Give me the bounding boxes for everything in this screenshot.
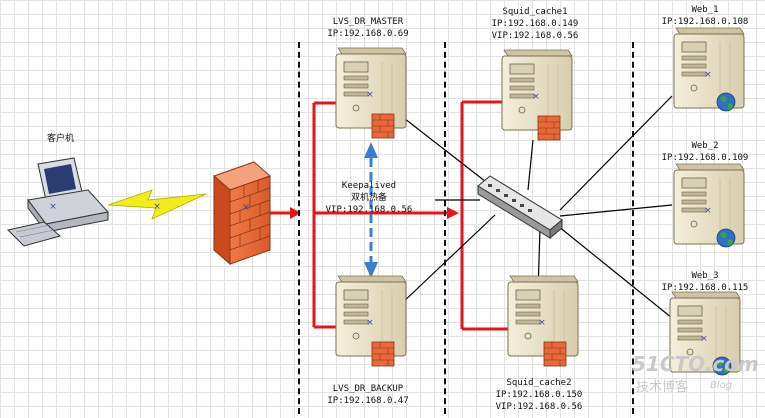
lvs-master-ip: IP:192.168.0.69 — [327, 29, 409, 39]
svg-text:×: × — [366, 90, 374, 100]
svg-text:×: × — [532, 92, 540, 102]
svg-text:×: × — [704, 206, 712, 216]
lvs-master-label: LVS_DR_MASTER IP:192.168.0.69 — [318, 16, 418, 40]
zone-divider-1 — [298, 42, 300, 414]
lightning-icon: × — [107, 189, 207, 220]
squid1-vip: VIP:192.168.0.56 — [491, 31, 579, 41]
web3-label: Web_3 IP:192.168.0.115 — [650, 270, 760, 294]
web2-name: Web_2 — [691, 141, 719, 151]
web2-server-icon: × — [673, 163, 745, 248]
web3-name: Web_3 — [691, 271, 719, 281]
web1-name: Web_1 — [691, 5, 719, 15]
lvs-master-server-icon: × — [335, 47, 407, 139]
lvs-backup-ip: IP:192.168.0.47 — [327, 396, 409, 406]
squid-cache1-server-icon: × — [501, 49, 573, 141]
black-links — [399, 95, 673, 319]
svg-text:×: × — [153, 202, 161, 212]
keepalived-vip: VIP:192.168.0.56 — [325, 205, 413, 215]
lvs-backup-label: LVS_DR_BACKUP IP:192.168.0.47 — [318, 383, 418, 407]
svg-text:×: × — [704, 70, 712, 80]
web2-label: Web_2 IP:192.168.0.109 — [650, 140, 760, 164]
web1-ip: IP:192.168.0.108 — [661, 17, 749, 27]
keepalived-link — [364, 142, 378, 278]
zone-divider-2 — [444, 42, 446, 414]
zone-divider-3 — [632, 42, 634, 414]
client-label: 客户机 — [47, 134, 75, 144]
web1-label: Web_1 IP:192.168.0.108 — [650, 4, 760, 28]
client-computer-icon: × — [7, 157, 109, 247]
squid1-label: Squid_cache1 IP:192.168.0.149 VIP:192.16… — [480, 6, 590, 42]
squid2-ip: IP:192.168.0.150 — [495, 390, 583, 400]
keepalived-label: Keepalived 双机热备 VIP:192.168.0.56 — [316, 180, 422, 216]
switch-icon — [477, 175, 563, 240]
squid1-name: Squid_cache1 — [502, 7, 568, 17]
svg-text:×: × — [538, 318, 546, 328]
keepalived-title: Keepalived — [341, 181, 397, 191]
squid1-ip: IP:192.168.0.149 — [491, 19, 579, 29]
web3-server-icon: × — [669, 291, 741, 376]
squid2-label: Squid_cache2 IP:192.168.0.150 VIP:192.16… — [484, 377, 594, 413]
watermark-blog: Blog — [710, 380, 733, 391]
web3-ip: IP:192.168.0.115 — [661, 283, 749, 293]
web2-ip: IP:192.168.0.109 — [661, 153, 749, 163]
web1-server-icon: × — [673, 27, 745, 112]
squid2-name: Squid_cache2 — [506, 378, 572, 388]
red-arrowheads — [290, 207, 459, 219]
firewall-icon: × — [213, 161, 271, 266]
svg-text:×: × — [49, 202, 57, 212]
svg-text:×: × — [242, 202, 250, 213]
svg-text:×: × — [700, 334, 708, 344]
watermark-subtitle: 技术博客 — [636, 380, 689, 395]
lvs-master-name: LVS_DR_MASTER — [332, 17, 404, 27]
keepalived-subtitle: 双机热备 — [350, 193, 387, 203]
lvs-backup-server-icon: × — [335, 275, 407, 367]
squid-cache2-server-icon: × — [507, 275, 579, 367]
watermark-logo: 51CTO.com — [632, 352, 759, 376]
svg-text:×: × — [366, 318, 374, 328]
lvs-backup-name: LVS_DR_BACKUP — [332, 384, 404, 394]
squid2-vip: VIP:192.168.0.56 — [495, 402, 583, 412]
red-links — [270, 100, 508, 331]
